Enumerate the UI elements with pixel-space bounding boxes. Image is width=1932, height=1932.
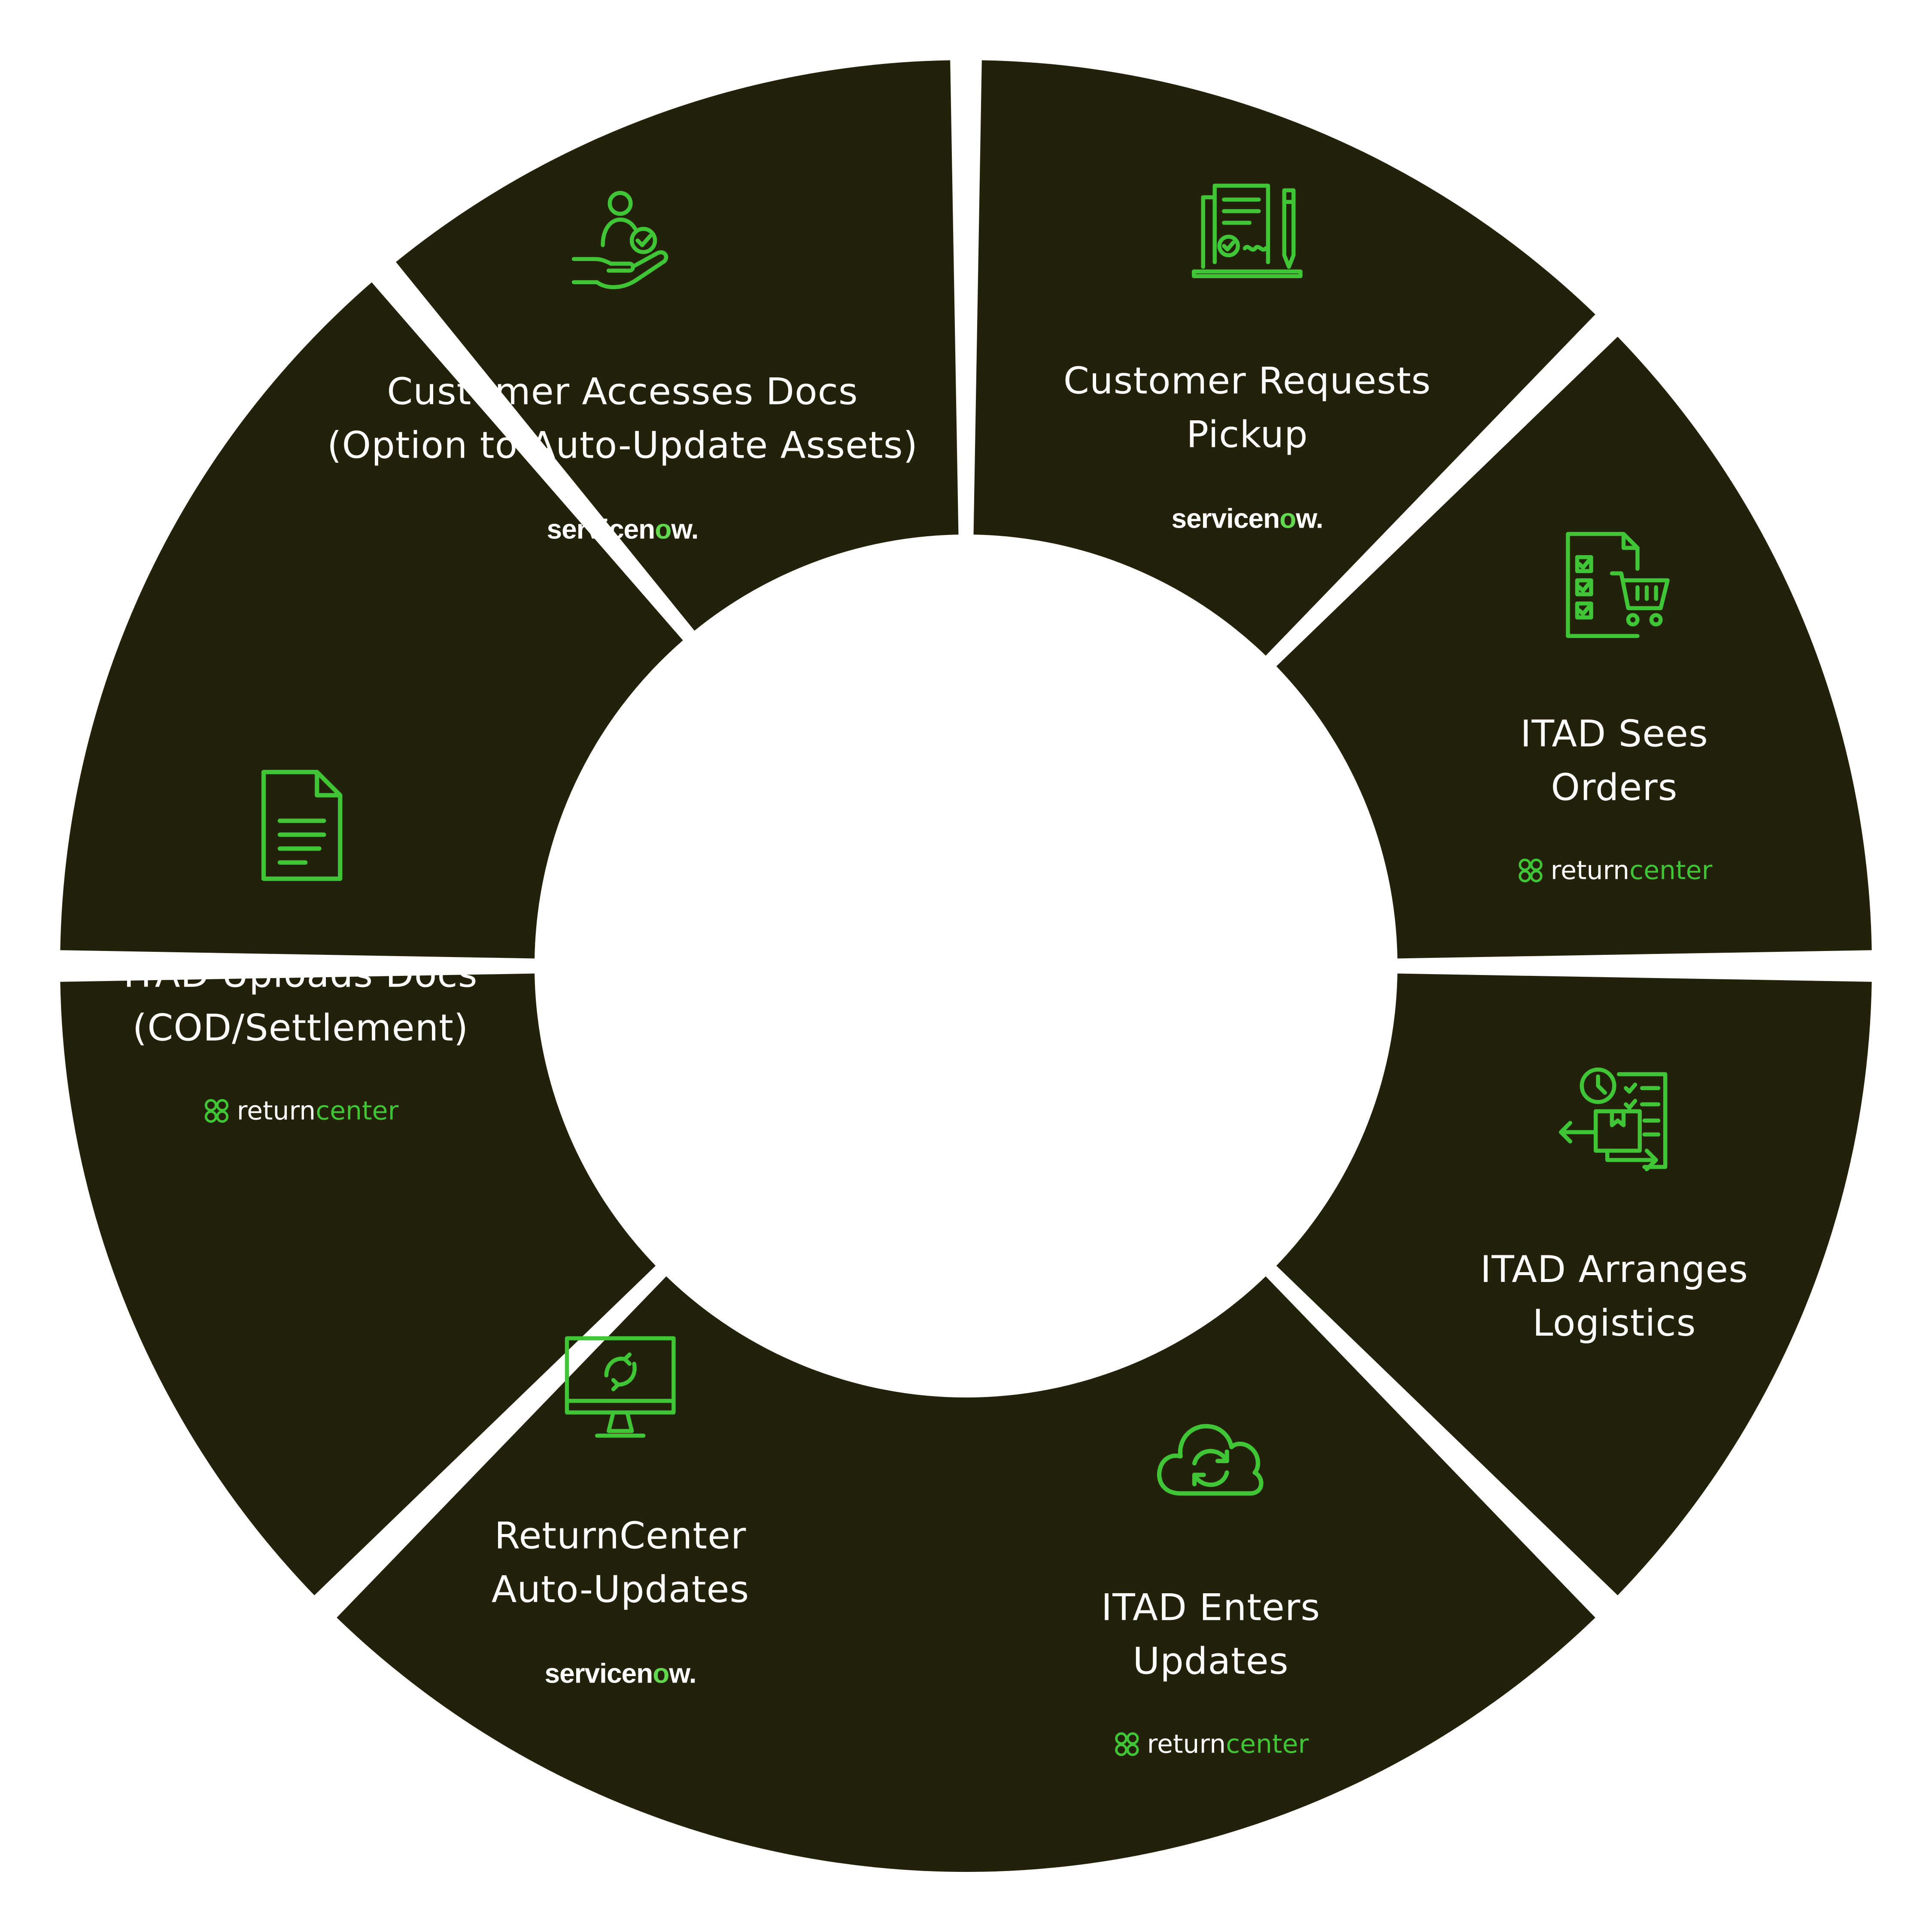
step-7: ITAD Uploads Docs (COD/Settlement) retur…	[123, 768, 477, 1126]
ring-segment-2	[1276, 337, 1872, 959]
step-title: ITAD Sees Orders	[1520, 712, 1708, 809]
step-1: Customer Accesses Docs (Option to Auto-U…	[327, 185, 918, 545]
step-title: ITAD Enters Updates	[1101, 1586, 1321, 1683]
contract-signature-icon	[1189, 174, 1305, 290]
monitor-sync-icon	[562, 1329, 678, 1445]
servicenow-logo: servicenow.	[547, 513, 699, 545]
step-title: Customer Requests Pickup	[1063, 359, 1431, 456]
step-title: Customer Accesses Docs (Option to Auto-U…	[327, 370, 918, 467]
returncenter-mark-icon	[1519, 858, 1543, 883]
ring-segment-7	[396, 60, 959, 631]
hand-holding-person-check-icon	[565, 185, 680, 301]
ring-segment-5	[60, 973, 656, 1595]
step-6: ReturnCenter Auto-Updates servicenow.	[492, 1329, 750, 1689]
servicenow-logo: servicenow.	[544, 1658, 696, 1689]
step-title: ITAD Uploads Docs (COD/Settlement)	[123, 953, 478, 1050]
returncenter-mark-icon	[1115, 1732, 1139, 1756]
step-title: ITAD Arranges Logistics	[1480, 1248, 1749, 1345]
ring-segment-3	[1276, 973, 1872, 1595]
cloud-sync-icon	[1153, 1401, 1269, 1517]
step-2: Customer Requests Pickup servicenow.	[1063, 174, 1431, 535]
checklist-cart-icon	[1556, 527, 1672, 643]
ring-segment-6	[60, 282, 683, 959]
returncenter-mark-icon	[205, 1099, 229, 1123]
step-title: ReturnCenter Auto-Updates	[491, 1514, 750, 1611]
logistics-box-icon	[1556, 1063, 1672, 1179]
step-4: ITAD Arranges Logistics	[1480, 1063, 1748, 1350]
ring-segment-1	[973, 60, 1595, 656]
document-icon	[243, 768, 358, 884]
servicenow-logo: servicenow.	[1171, 503, 1323, 534]
ring-segment-4	[337, 1276, 1595, 1872]
